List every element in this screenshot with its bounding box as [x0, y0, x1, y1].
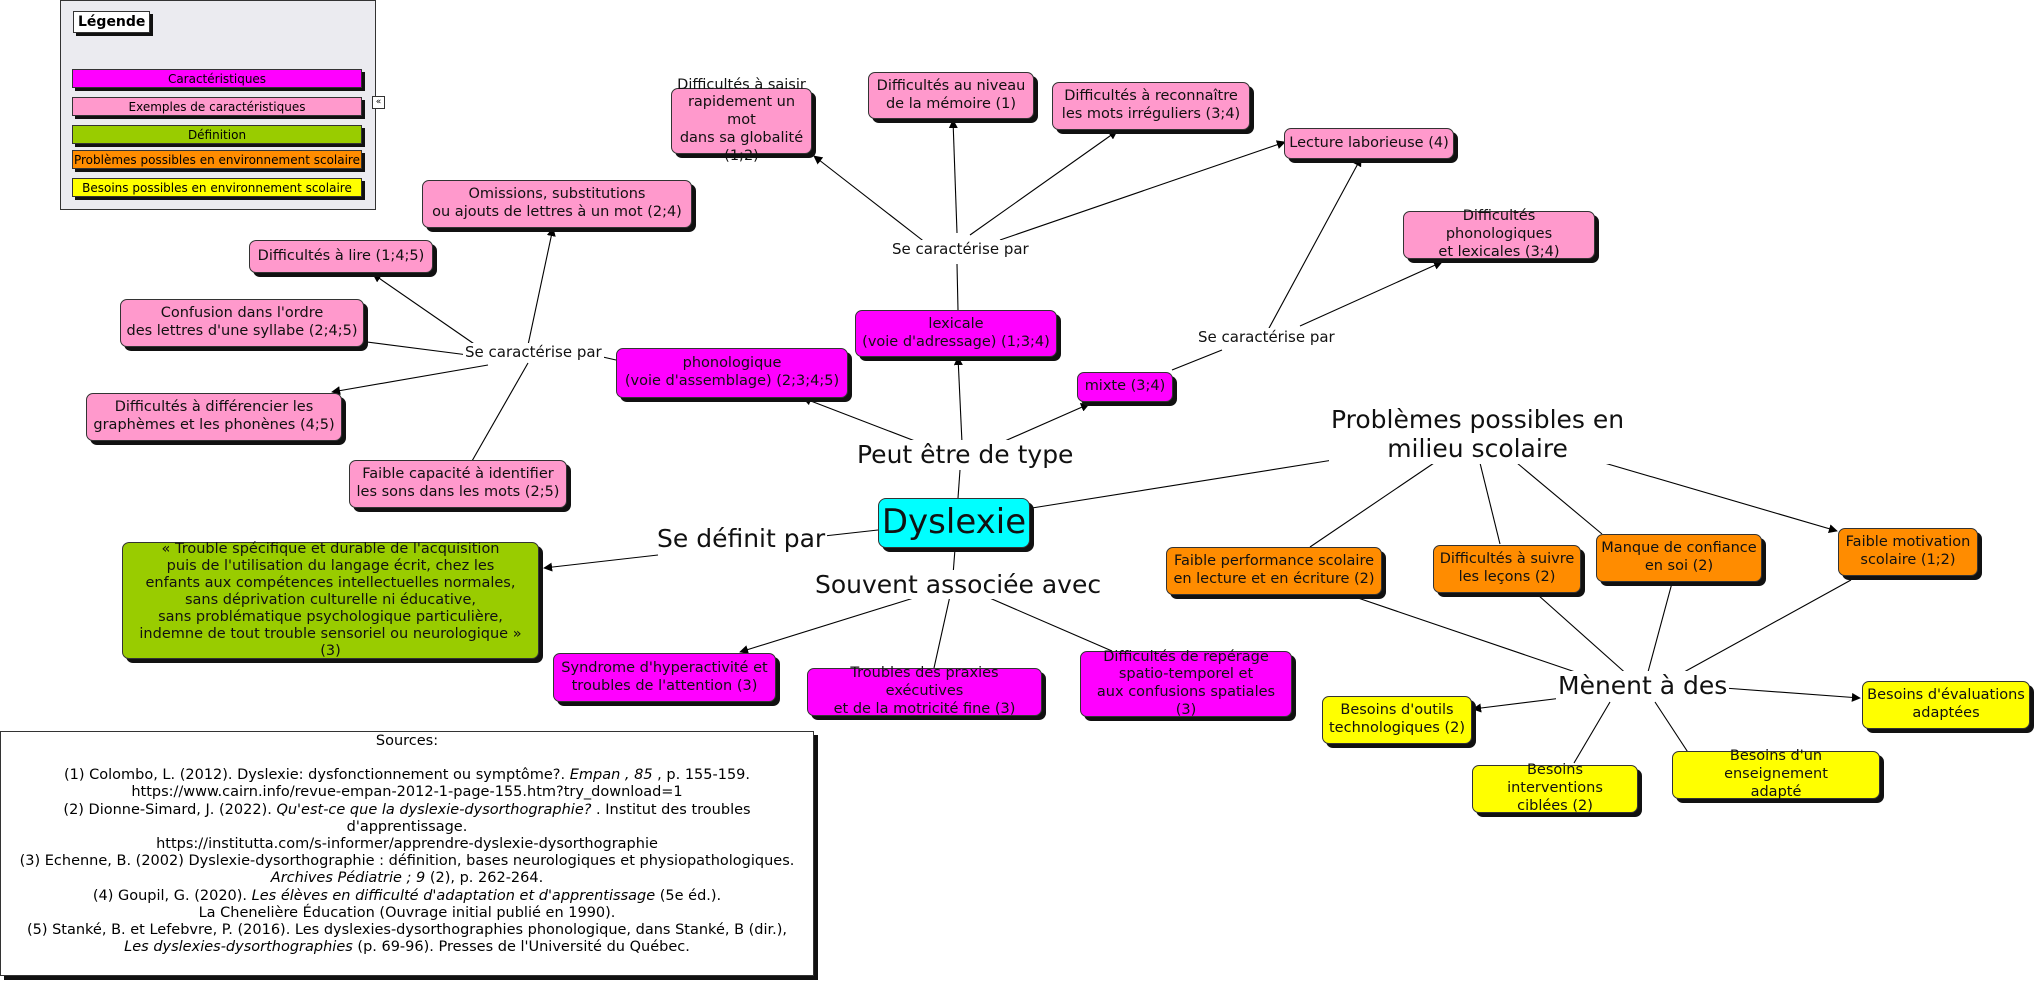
example-node-saisir-globalite[interactable]: Difficultés à saisir rapidement un mot d… [671, 77, 812, 164]
source-4-publisher: La Chenelière Éducation (Ouvrage initial… [198, 904, 616, 921]
link-label-se-caracterise-lexicale: Se caractérise par [890, 240, 1031, 258]
link-label-se-caracterise-phono: Se caractérise par [463, 343, 604, 361]
collapse-legend-icon[interactable]: « [372, 96, 385, 109]
source-1-url[interactable]: https://www.cairn.info/revue-empan-2012-… [131, 784, 683, 801]
source-3-journal: Archives Pédiatrie ; 9 (2), p. 262-264. [270, 870, 544, 887]
legend-panel: Légende Caractéristiques Exemples de car… [60, 0, 376, 210]
legend-item-definition: Définition [72, 125, 362, 144]
link-label-menent-a-des: Mènent à des [1556, 671, 1730, 700]
associated-node-reperage[interactable]: Difficultés de repérage spatio-temporel … [1080, 649, 1292, 718]
link-label-souvent-associee-avec: Souvent associée avec [813, 570, 1104, 599]
source-2: (2) Dionne-Simard, J. (2022). Qu'est-ce … [63, 801, 751, 835]
source-3: (3) Echenne, B. (2002) Dyslexie-dysortho… [19, 853, 795, 870]
associated-node-praxies[interactable]: Troubles des praxies exécutives et de la… [807, 665, 1042, 717]
legend-item-exemples: Exemples de caractéristiques [72, 97, 362, 116]
example-node-phonologiques-lexicales[interactable]: Difficultés phonologiques et lexicales (… [1403, 208, 1595, 260]
sources-panel: Sources: (1) Colombo, L. (2012). Dyslexi… [0, 731, 814, 976]
problem-node-faible-motivation[interactable]: Faible motivation scolaire (1;2) [1838, 528, 1978, 576]
link-label-se-definit-par: Se définit par [655, 524, 828, 553]
source-4: (4) Goupil, G. (2020). Les élèves en dif… [92, 887, 722, 904]
link-label-problemes-milieu-scolaire: Problèmes possibles en milieu scolaire [1329, 405, 1627, 464]
type-node-phonologique[interactable]: phonologique (voie d'assemblage) (2;3;4;… [616, 348, 848, 398]
legend-item-besoins: Besoins possibles en environnement scola… [72, 178, 362, 197]
link-label-peut-etre-de-type: Peut être de type [855, 440, 1076, 469]
problem-node-suivre-lecons[interactable]: Difficultés à suivre les leçons (2) [1433, 545, 1581, 593]
central-node-dyslexie[interactable]: Dyslexie [878, 498, 1030, 548]
definition-node[interactable]: « Trouble spécifique et durable de l'acq… [122, 541, 539, 659]
legend-item-problemes: Problèmes possibles en environnement sco… [72, 150, 362, 169]
legend-item-caracteristiques: Caractéristiques [72, 69, 362, 88]
example-node-differencier[interactable]: Difficultés à différencier les graphèmes… [86, 393, 342, 441]
type-node-lexicale[interactable]: lexicale (voie d'adressage) (1;3;4) [855, 310, 1057, 357]
need-node-evaluations-adaptees[interactable]: Besoins d'évaluations adaptées [1862, 681, 2030, 729]
legend-title: Légende [73, 11, 151, 33]
need-node-outils-technologiques[interactable]: Besoins d'outils technologiques (2) [1322, 696, 1472, 744]
example-node-difficultes-lire[interactable]: Difficultés à lire (1;4;5) [249, 240, 433, 273]
link-label-se-caracterise-mixte: Se caractérise par [1196, 328, 1337, 346]
example-node-confusion-ordre[interactable]: Confusion dans l'ordre des lettres d'une… [120, 299, 364, 347]
example-node-identifier-sons[interactable]: Faible capacité à identifier les sons da… [349, 460, 567, 508]
need-node-enseignement-adapte[interactable]: Besoins d'un enseignement adapté [1672, 748, 1880, 800]
type-node-mixte[interactable]: mixte (3;4) [1077, 372, 1173, 402]
source-5-book: Les dyslexies-dysorthographies (p. 69-96… [124, 939, 690, 956]
problem-node-faible-performance[interactable]: Faible performance scolaire en lecture e… [1166, 547, 1382, 595]
example-node-memoire[interactable]: Difficultés au niveau de la mémoire (1) [868, 72, 1034, 119]
associated-node-tdah[interactable]: Syndrome d'hyperactivité et troubles de … [553, 653, 776, 702]
source-5: (5) Stanké, B. et Lefebvre, P. (2016). L… [26, 922, 788, 939]
example-node-mots-irreguliers[interactable]: Difficultés à reconnaître les mots irrég… [1052, 82, 1250, 130]
problem-node-manque-confiance[interactable]: Manque de confiance en soi (2) [1596, 534, 1762, 582]
need-node-interventions-ciblees[interactable]: Besoins interventions ciblées (2) [1472, 762, 1638, 814]
source-2-url[interactable]: https://institutta.com/s-informer/appren… [156, 836, 658, 853]
example-node-omissions[interactable]: Omissions, substitutions ou ajouts de le… [422, 180, 692, 228]
source-1: (1) Colombo, L. (2012). Dyslexie: dysfon… [63, 767, 751, 784]
example-node-lecture-laborieuse[interactable]: Lecture laborieuse (4) [1284, 128, 1454, 159]
sources-title: Sources: [375, 733, 439, 749]
